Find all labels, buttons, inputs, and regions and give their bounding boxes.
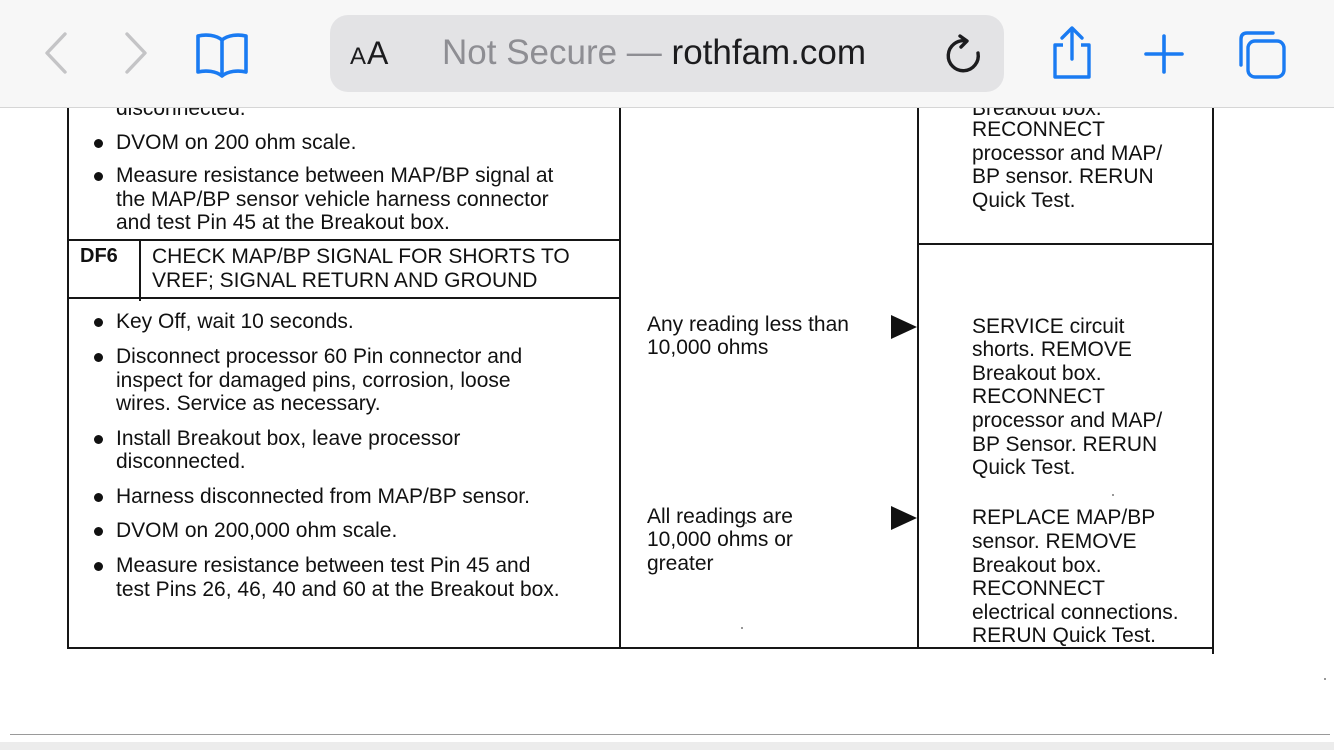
bullet-icon bbox=[94, 318, 103, 327]
top-action-line-3: BP sensor. RERUN bbox=[972, 165, 1154, 188]
bullet-icon bbox=[94, 562, 103, 571]
row-separator bbox=[67, 239, 621, 241]
top-action-line-4: Quick Test. bbox=[972, 189, 1076, 212]
bullet-icon bbox=[94, 353, 103, 362]
table-border-left bbox=[67, 108, 69, 649]
df6-bullet-2-line-3: wires. Service as necessary. bbox=[116, 392, 381, 415]
text-size-button[interactable]: AA bbox=[350, 35, 390, 71]
plus-icon bbox=[1144, 34, 1184, 74]
step-id: DF6 bbox=[80, 245, 118, 267]
tabs-button[interactable] bbox=[1234, 28, 1290, 82]
bottom-strip bbox=[0, 742, 1334, 750]
share-icon bbox=[1053, 26, 1091, 79]
reload-button[interactable] bbox=[944, 33, 984, 80]
step-id-divider bbox=[139, 239, 141, 301]
result-2-condition-line-2: 10,000 ohms or bbox=[647, 528, 793, 551]
table-border-bottom bbox=[67, 647, 1214, 649]
table-divider-2 bbox=[917, 108, 919, 649]
tabs-icon bbox=[1239, 31, 1286, 79]
result-2-action-line-6: RERUN Quick Test. bbox=[972, 624, 1156, 647]
scan-speck bbox=[741, 627, 743, 629]
result-2-action-line-3: Breakout box. bbox=[972, 554, 1102, 577]
arrow-right-icon bbox=[891, 315, 917, 339]
domain-text: rothfam.com bbox=[671, 33, 867, 72]
df6-bullet-5: DVOM on 200,000 ohm scale. bbox=[116, 519, 398, 542]
bullet-icon bbox=[94, 435, 103, 444]
result-1-action-line-6: BP Sensor. RERUN bbox=[972, 433, 1158, 456]
cutoff-text: disconnected. bbox=[116, 108, 246, 120]
df6-bullet-4: Harness disconnected from MAP/BP sensor. bbox=[116, 485, 530, 508]
df6-bullet-2-line-1: Disconnect processor 60 Pin connector an… bbox=[116, 345, 523, 368]
scan-speck bbox=[1324, 678, 1326, 680]
back-button[interactable] bbox=[36, 30, 76, 76]
chevron-right-icon bbox=[125, 32, 147, 74]
result-1-condition-line-1: Any reading less than bbox=[647, 313, 849, 336]
result-1-action-line-2: shorts. REMOVE bbox=[972, 338, 1132, 361]
step-title-line-1: CHECK MAP/BP SIGNAL FOR SHORTS TO bbox=[152, 245, 570, 268]
arrow-right-icon bbox=[891, 506, 917, 530]
title-separator bbox=[67, 297, 621, 299]
browser-toolbar: AA Not Secure — rothfam.com bbox=[0, 0, 1334, 108]
scan-edge-line bbox=[10, 734, 1330, 735]
table-divider-1 bbox=[619, 108, 621, 649]
result-1-action-line-4: RECONNECT bbox=[972, 385, 1106, 408]
result-2-action-line-1: REPLACE MAP/BP bbox=[972, 506, 1156, 529]
security-status: Not Secure — bbox=[442, 33, 662, 72]
top-bullet-2-line-1: Measure resistance between MAP/BP signal… bbox=[116, 164, 554, 187]
result-2-action-line-4: RECONNECT bbox=[972, 577, 1106, 600]
action-separator bbox=[917, 243, 1214, 245]
scan-speck bbox=[1112, 494, 1114, 496]
result-1-action-line-1: SERVICE circuit bbox=[972, 315, 1125, 338]
result-2-action-line-5: electrical connections. bbox=[972, 601, 1179, 624]
book-icon bbox=[196, 33, 248, 78]
top-bullet-2-line-2: the MAP/BP sensor vehicle harness connec… bbox=[116, 188, 549, 211]
new-tab-button[interactable] bbox=[1140, 30, 1188, 78]
step-title-line-2: VREF; SIGNAL RETURN AND GROUND bbox=[152, 269, 538, 292]
bullet-icon bbox=[94, 527, 103, 536]
df6-bullet-1: Key Off, wait 10 seconds. bbox=[116, 310, 354, 333]
df6-bullet-3-line-2: disconnected. bbox=[116, 450, 246, 473]
reload-icon bbox=[946, 34, 980, 73]
bullet-icon bbox=[94, 493, 103, 502]
result-2-condition-line-3: greater bbox=[647, 552, 714, 575]
top-bullet-1: DVOM on 200 ohm scale. bbox=[116, 131, 357, 154]
df6-bullet-6-line-2: test Pins 26, 46, 40 and 60 at the Break… bbox=[116, 578, 560, 601]
forward-button[interactable] bbox=[116, 30, 156, 76]
document-page: disconnected. DVOM on 200 ohm scale. Mea… bbox=[0, 108, 1334, 742]
action-cutoff-text: Breakout box. bbox=[972, 108, 1102, 120]
df6-bullet-2-line-2: inspect for damaged pins, corrosion, loo… bbox=[116, 369, 511, 392]
df6-bullet-6-line-1: Measure resistance between test Pin 45 a… bbox=[116, 554, 531, 577]
top-action-line-2: processor and MAP/ bbox=[972, 142, 1163, 165]
url-display[interactable]: Not Secure — rothfam.com bbox=[442, 33, 866, 73]
chevron-left-icon bbox=[45, 32, 67, 74]
top-bullet-2-line-3: and test Pin 45 at the Breakout box. bbox=[116, 211, 450, 234]
share-button[interactable] bbox=[1046, 24, 1098, 82]
result-1-action-line-3: Breakout box. bbox=[972, 362, 1102, 385]
df6-bullet-3-line-1: Install Breakout box, leave processor bbox=[116, 427, 461, 450]
result-2-action-line-2: sensor. REMOVE bbox=[972, 530, 1137, 553]
result-1-action-line-7: Quick Test. bbox=[972, 456, 1076, 479]
result-2-condition-line-1: All readings are bbox=[647, 505, 793, 528]
top-action-line-1: RECONNECT bbox=[972, 118, 1106, 141]
table-border-right bbox=[1212, 108, 1214, 654]
scan-speck bbox=[745, 522, 747, 524]
result-1-condition-line-2: 10,000 ohms bbox=[647, 336, 769, 359]
bullet-icon bbox=[94, 172, 103, 181]
bullet-icon bbox=[94, 139, 103, 148]
result-1-action-line-5: processor and MAP/ bbox=[972, 409, 1163, 432]
address-bar[interactable]: AA Not Secure — rothfam.com bbox=[330, 15, 1004, 92]
bookmarks-button[interactable] bbox=[192, 28, 252, 80]
